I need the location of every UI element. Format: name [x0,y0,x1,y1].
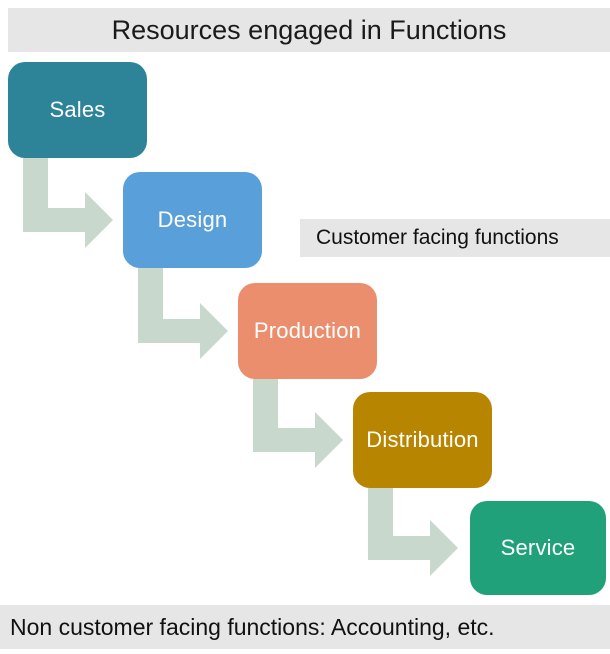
function-box-label: Distribution [366,427,479,452]
function-box-production: Production [238,283,377,379]
function-box-label: Sales [49,97,106,122]
function-box-distribution: Distribution [353,392,492,488]
customer-facing-label: Customer facing functions [300,219,610,257]
elbow-arrow-icon-1 [23,158,113,248]
function-box-label: Production [253,318,362,343]
page-title: Resources engaged in Functions [8,8,610,52]
elbow-arrow-icon-2 [138,268,228,359]
elbow-arrow-icon-3 [253,379,343,468]
function-box-sales: Sales [8,62,147,158]
elbow-arrow-icon-4 [368,488,458,576]
function-box-label: Service [500,535,576,560]
function-box-design: Design [123,172,262,268]
function-box-service: Service [470,501,606,595]
non-customer-facing-label: Non customer facing functions: Accountin… [0,605,610,649]
function-box-label: Design [157,207,228,232]
